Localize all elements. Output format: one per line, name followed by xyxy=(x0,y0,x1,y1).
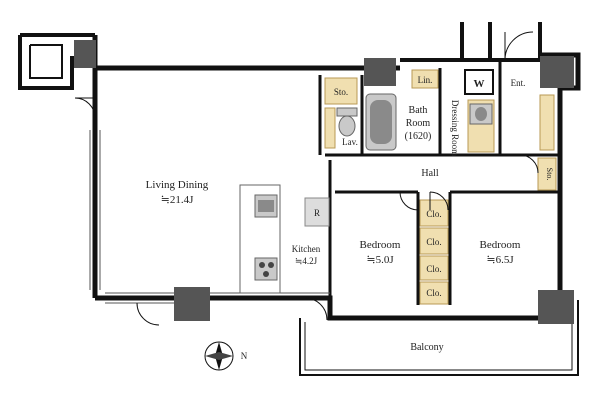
windows xyxy=(89,130,330,304)
room-label-entrance: Ent. xyxy=(511,78,526,88)
compass-rose-icon xyxy=(204,341,234,371)
room-label-balcony: Balcony xyxy=(410,342,443,353)
room-label-hall: Hall xyxy=(421,168,438,179)
room-area-bedroom-1: ≒5.0J xyxy=(366,254,394,266)
walls xyxy=(18,22,581,376)
toilet-icon xyxy=(336,107,358,137)
room-label-bedroom-2: Bedroom xyxy=(480,239,521,251)
sink-icon xyxy=(469,103,493,125)
closet-label-2: Clo. xyxy=(426,237,441,247)
room-label-dressing: Dressing Room xyxy=(450,100,460,156)
closet-label-3: Clo. xyxy=(426,264,441,274)
storage-label-top: Sto. xyxy=(334,87,348,97)
washer-box xyxy=(464,69,494,95)
closet-label-1: Clo. xyxy=(426,209,441,219)
storage-label-refrigerator: R xyxy=(314,208,320,218)
room-label-bath-size: (1620) xyxy=(405,131,432,142)
room-label-kitchen: Kitchen xyxy=(292,244,321,254)
columns xyxy=(74,40,574,324)
room-area-living-dining: ≒21.4J xyxy=(161,194,194,206)
room-label-lavatory: Lav. xyxy=(342,137,358,147)
door-swing-icon xyxy=(74,31,539,326)
bathtub-icon xyxy=(365,93,397,151)
room-label-bath-2: Room xyxy=(406,118,431,129)
room-label-living-dining: Living Dining xyxy=(146,179,209,191)
storage-label-hall: Sto. xyxy=(545,168,554,181)
storage-label-washer: W xyxy=(474,78,485,90)
room-label-bedroom-1: Bedroom xyxy=(360,239,401,251)
refrigerator-box xyxy=(304,197,330,227)
room-area-kitchen: ≒4.2J xyxy=(295,256,318,266)
stove-icon xyxy=(254,257,278,281)
room-label-bath-1: Bath xyxy=(409,105,428,116)
compass-label: N xyxy=(241,351,248,361)
storage-label-linen: Lin. xyxy=(418,75,433,85)
room-area-bedroom-2: ≒6.5J xyxy=(486,254,514,266)
closet-label-4: Clo. xyxy=(426,288,441,298)
